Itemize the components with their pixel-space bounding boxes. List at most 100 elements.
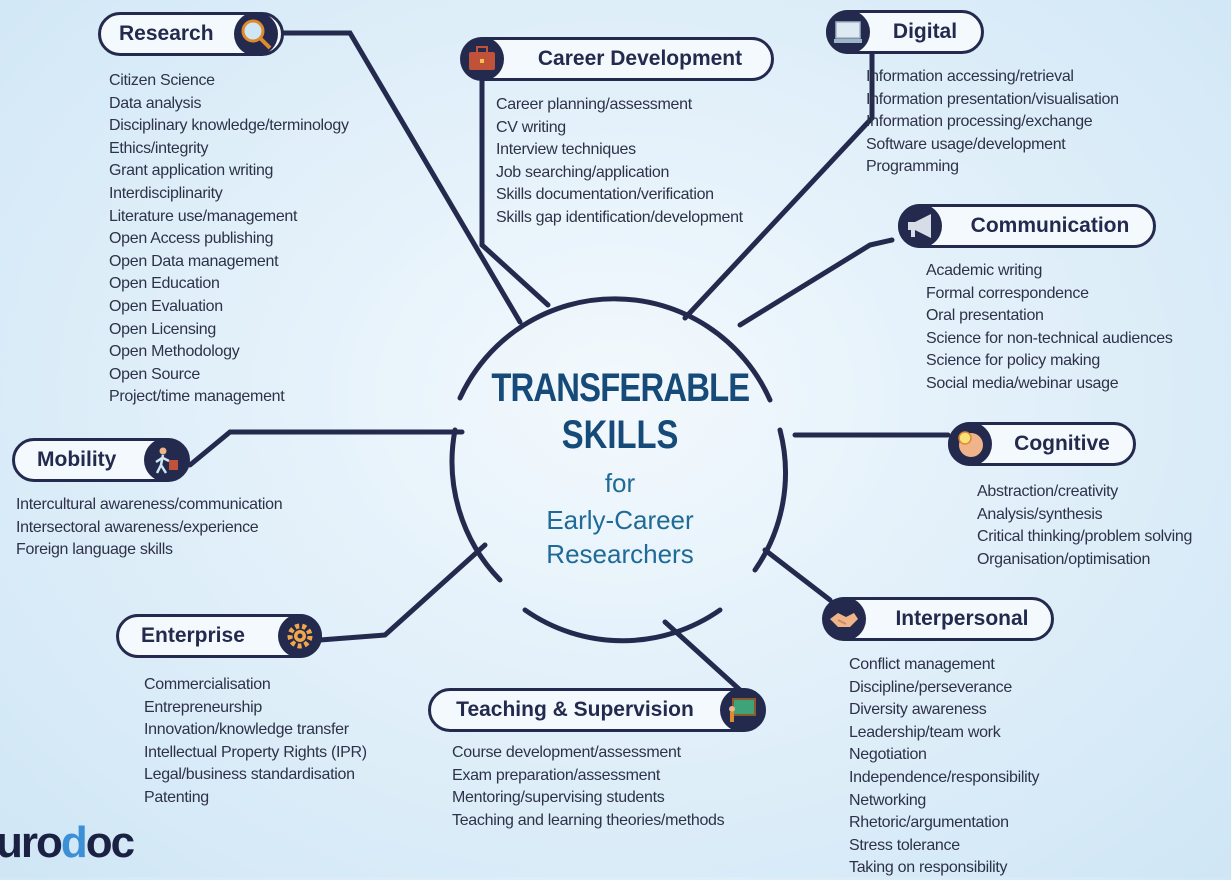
list-item: Information processing/exchange [866, 113, 1093, 131]
spoke-teaching [662, 619, 743, 693]
career-list: Career planning/assessment CV writing In… [496, 94, 743, 230]
list-item: Open Evaluation [109, 297, 223, 315]
list-item: Stress tolerance [849, 836, 960, 854]
career-title: Career Development [537, 47, 743, 70]
list-item: Critical thinking/problem solving [977, 528, 1193, 546]
center-subtitle-line2: Researchers [546, 539, 694, 569]
cognitive-title: Cognitive [1014, 432, 1110, 455]
mobility-list: Intercultural awareness/communication In… [16, 494, 283, 562]
center-circle-arc-top [457, 296, 773, 403]
communication-badge [898, 204, 942, 248]
interpersonal-badge [822, 597, 866, 641]
digital-title: Digital [892, 20, 958, 43]
list-item: Abstraction/creativity [977, 483, 1119, 500]
computer-icon [834, 21, 862, 43]
enterprise-title: Enterprise [141, 624, 245, 647]
list-item: Social media/webinar usage [926, 374, 1119, 392]
list-item: Interdisciplinarity [109, 184, 223, 202]
center-circle-arc-right [752, 427, 788, 573]
magnifier-icon [241, 19, 272, 50]
list-item: Literature use/management [109, 207, 298, 225]
interpersonal-list: Conflict management Discipline/persevera… [849, 654, 1040, 880]
list-item: Commercialisation [144, 676, 271, 693]
list-item: Analysis/synthesis [977, 505, 1103, 523]
list-item: Programming [866, 158, 959, 176]
list-item: Career planning/assessment [496, 96, 692, 113]
career-pill: Career Development [462, 37, 774, 81]
spoke-career [479, 77, 551, 308]
center-title-block: TRANSFERABLE SKILLS for Early-Career Res… [450, 318, 790, 618]
spoke-communication [737, 237, 895, 328]
list-item: Diversity awareness [849, 701, 987, 719]
list-item: Academic writing [926, 262, 1043, 279]
list-item: Skills documentation/verification [496, 186, 714, 204]
teaching-list: Course development/assessment Exam prepa… [452, 742, 725, 832]
mobility-badge [144, 438, 188, 482]
list-item: Data analysis [109, 94, 202, 112]
list-item: Networking [849, 791, 927, 809]
mobility-title: Mobility [37, 448, 117, 471]
list-item: Discipline/perseverance [849, 678, 1012, 696]
research-title: Research [119, 22, 214, 45]
teaching-title: Teaching & Supervision [456, 698, 694, 721]
teaching-badge [720, 688, 764, 732]
enterprise-badge [278, 614, 322, 658]
list-item: Foreign language skills [16, 541, 173, 559]
blackboard-icon [729, 698, 756, 722]
list-item: Mentoring/supervising students [452, 789, 665, 807]
list-item: Ethics/integrity [109, 139, 209, 157]
list-item: Course development/assessment [452, 744, 681, 761]
list-item: Negotiation [849, 746, 927, 764]
eurodoc-logo: urodoc [0, 818, 135, 867]
spoke-enterprise [317, 542, 488, 643]
interpersonal-title: Interpersonal [895, 607, 1029, 630]
center-title-line2: SKILLS [561, 413, 679, 457]
research-list: Citizen Science Data analysis Disciplina… [109, 70, 349, 409]
list-item: Formal correspondence [926, 284, 1089, 302]
megaphone-icon [908, 214, 931, 238]
communication-list: Academic writing Formal correspondence O… [926, 260, 1173, 396]
list-item: Patenting [144, 788, 209, 806]
list-item: CV writing [496, 118, 566, 136]
list-item: Science for non-technical audiences [926, 329, 1173, 347]
list-item: Job searching/application [496, 163, 670, 181]
list-item: Intercultural awareness/communication [16, 496, 283, 513]
list-item: Open Education [109, 275, 220, 293]
list-item: Intellectual Property Rights (IPR) [144, 743, 367, 761]
teaching-pill: Teaching & Supervision [428, 688, 766, 732]
center-subtitle-for: for [604, 468, 636, 498]
career-badge [460, 37, 504, 81]
list-item: Information accessing/retrieval [866, 68, 1074, 85]
digital-badge [826, 10, 870, 54]
list-item: Innovation/knowledge transfer [144, 721, 349, 739]
list-item: Open Licensing [109, 320, 216, 338]
center-circle-arc-bottom [522, 607, 723, 644]
list-item: Open Data management [109, 252, 279, 270]
digital-list: Information accessing/retrieval Informat… [866, 66, 1119, 179]
list-item: Organisation/optimisation [977, 550, 1151, 568]
list-item: Independence/responsibility [849, 768, 1040, 786]
center-circle-arc-left [449, 427, 503, 583]
list-item: Open Source [109, 365, 200, 383]
list-item: Leadership/team work [849, 723, 1001, 741]
list-item: Information presentation/visualisation [866, 90, 1119, 108]
list-item: Project/time management [109, 388, 285, 406]
list-item: Skills gap identification/development [496, 208, 743, 226]
spoke-interpersonal [762, 547, 833, 603]
list-item: Intersectoral awareness/experience [16, 518, 259, 536]
list-item: Entrepreneurship [144, 698, 262, 716]
list-item: Exam preparation/assessment [452, 766, 661, 784]
list-item: Science for policy making [926, 352, 1100, 370]
research-badge [234, 12, 278, 56]
center-subtitle-line1: Early-Career [546, 505, 694, 535]
list-item: Grant application writing [109, 162, 274, 180]
spoke-mobility [187, 429, 465, 468]
spoke-digital [682, 49, 875, 321]
cognitive-badge [948, 422, 992, 466]
list-item: Rhetoric/argumentation [849, 814, 1009, 832]
list-item: Disciplinary knowledge/terminology [109, 117, 349, 135]
list-item: Legal/business standardisation [144, 766, 355, 784]
traveler-icon [155, 447, 178, 474]
briefcase-icon [469, 46, 495, 70]
